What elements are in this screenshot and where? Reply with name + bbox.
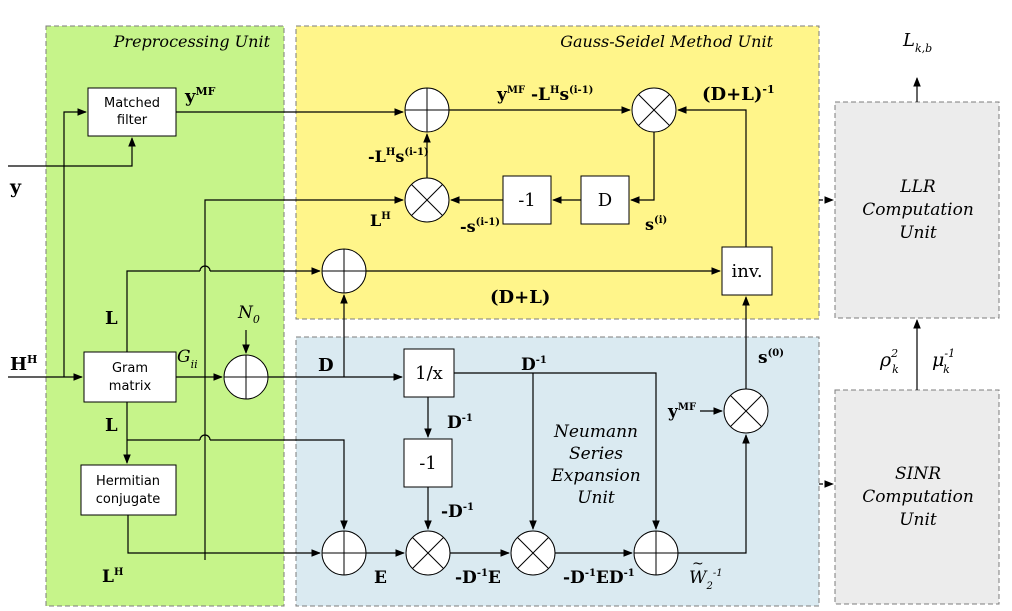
label-minus-s: -s(i-1) xyxy=(460,217,500,236)
neumann-title: Neumann Series Expansion Unit xyxy=(550,422,640,508)
gauss-seidel-title: Gauss-Seidel Method Unit xyxy=(560,32,773,51)
multiplier-gs-top xyxy=(631,87,677,133)
gram-matrix-block xyxy=(83,351,177,403)
adder-e xyxy=(321,530,367,576)
svg-text:Unit: Unit xyxy=(899,510,937,530)
hermitian-label-2: conjugate xyxy=(96,492,161,507)
label-minus-d-inv-e-d-inv: -D-1ED-1 xyxy=(563,568,635,588)
label-n0: N0 xyxy=(237,303,260,326)
label-w2-accent: ~ xyxy=(692,556,704,572)
matched-filter-label-2: filter xyxy=(117,113,148,128)
label-y-mf-ns: yMF xyxy=(667,402,696,422)
svg-text:Computation: Computation xyxy=(862,487,974,507)
hermitian-label-1: Hermitian xyxy=(96,474,160,489)
inv-label: inv. xyxy=(731,261,762,282)
label-minus-lh-s: -LHs(i-1) xyxy=(368,147,429,166)
sinr-title: SINR Computation Unit xyxy=(862,464,974,530)
label-y-input: y xyxy=(9,176,22,198)
matched-filter-label-1: Matched xyxy=(104,96,160,111)
label-minus-d-inv-e: -D-1E xyxy=(455,568,501,588)
preprocessing-title: Preprocessing Unit xyxy=(113,32,271,51)
label-w2-inv: W2-1 xyxy=(689,568,723,592)
adder-w2 xyxy=(633,530,679,576)
multiplier-s0 xyxy=(723,388,769,434)
label-d-inv-top: D-1 xyxy=(521,355,547,375)
label-l-top: L xyxy=(105,308,118,329)
hermitian-conjugate-block xyxy=(80,464,177,516)
minus-one-ns-block xyxy=(403,438,453,488)
label-y-mf-gs: yMF -LHs(i-1) xyxy=(496,85,593,105)
minus-one-gs-label: -1 xyxy=(518,190,536,211)
signal-wires xyxy=(8,77,921,560)
minus-one-gs-block xyxy=(502,175,552,225)
label-hh-input: HH xyxy=(10,353,37,375)
multiplier-ns-1 xyxy=(405,530,451,576)
svg-text:SINR: SINR xyxy=(895,464,941,484)
label-s0: s(0) xyxy=(758,348,784,368)
label-l-kb: Lk,b xyxy=(902,30,932,55)
svg-text:Series: Series xyxy=(569,444,623,464)
label-d-inv-mid: D-1 xyxy=(447,413,473,433)
label-lh-bottom: LH xyxy=(102,567,123,587)
inv-block xyxy=(721,246,773,296)
adder-gs-top xyxy=(404,87,450,133)
label-d-out: D xyxy=(318,355,334,376)
svg-text:Neumann: Neumann xyxy=(553,422,638,442)
label-s-i: s(i) xyxy=(645,215,667,234)
label-d-plus-l: (D+L) xyxy=(490,287,550,308)
sinr-region xyxy=(834,389,1000,605)
label-e: E xyxy=(374,568,387,588)
svg-text:Computation: Computation xyxy=(862,200,974,220)
gram-matrix-label-2: matrix xyxy=(109,379,152,394)
label-lh-gs: LH xyxy=(370,211,391,230)
adder-noise xyxy=(223,354,269,400)
label-y-mf: yMF xyxy=(184,85,216,107)
gram-matrix-label-1: Gram xyxy=(112,361,148,376)
svg-text:Unit: Unit xyxy=(899,223,937,243)
svg-text:LLR: LLR xyxy=(899,177,936,197)
llr-title: LLR Computation Unit xyxy=(862,177,974,243)
label-l-mid: L xyxy=(105,415,118,436)
multiplier-gs-lh xyxy=(404,177,450,223)
d-block-label: D xyxy=(598,190,612,211)
multiplier-ns-2 xyxy=(510,530,556,576)
label-d-plus-l-inv: (D+L)-1 xyxy=(702,83,775,105)
label-g-ii: Gii xyxy=(177,347,198,371)
svg-text:Expansion: Expansion xyxy=(550,466,640,486)
neumann-region xyxy=(295,336,820,607)
label-minus-d-inv: -D-1 xyxy=(441,502,474,522)
svg-text:Unit: Unit xyxy=(577,488,615,508)
reciprocal-label: 1/x xyxy=(415,363,443,384)
minus-one-ns-label: -1 xyxy=(419,453,437,474)
llr-region xyxy=(834,101,1000,319)
adder-d-plus-l xyxy=(321,248,367,294)
d-block xyxy=(580,175,630,225)
